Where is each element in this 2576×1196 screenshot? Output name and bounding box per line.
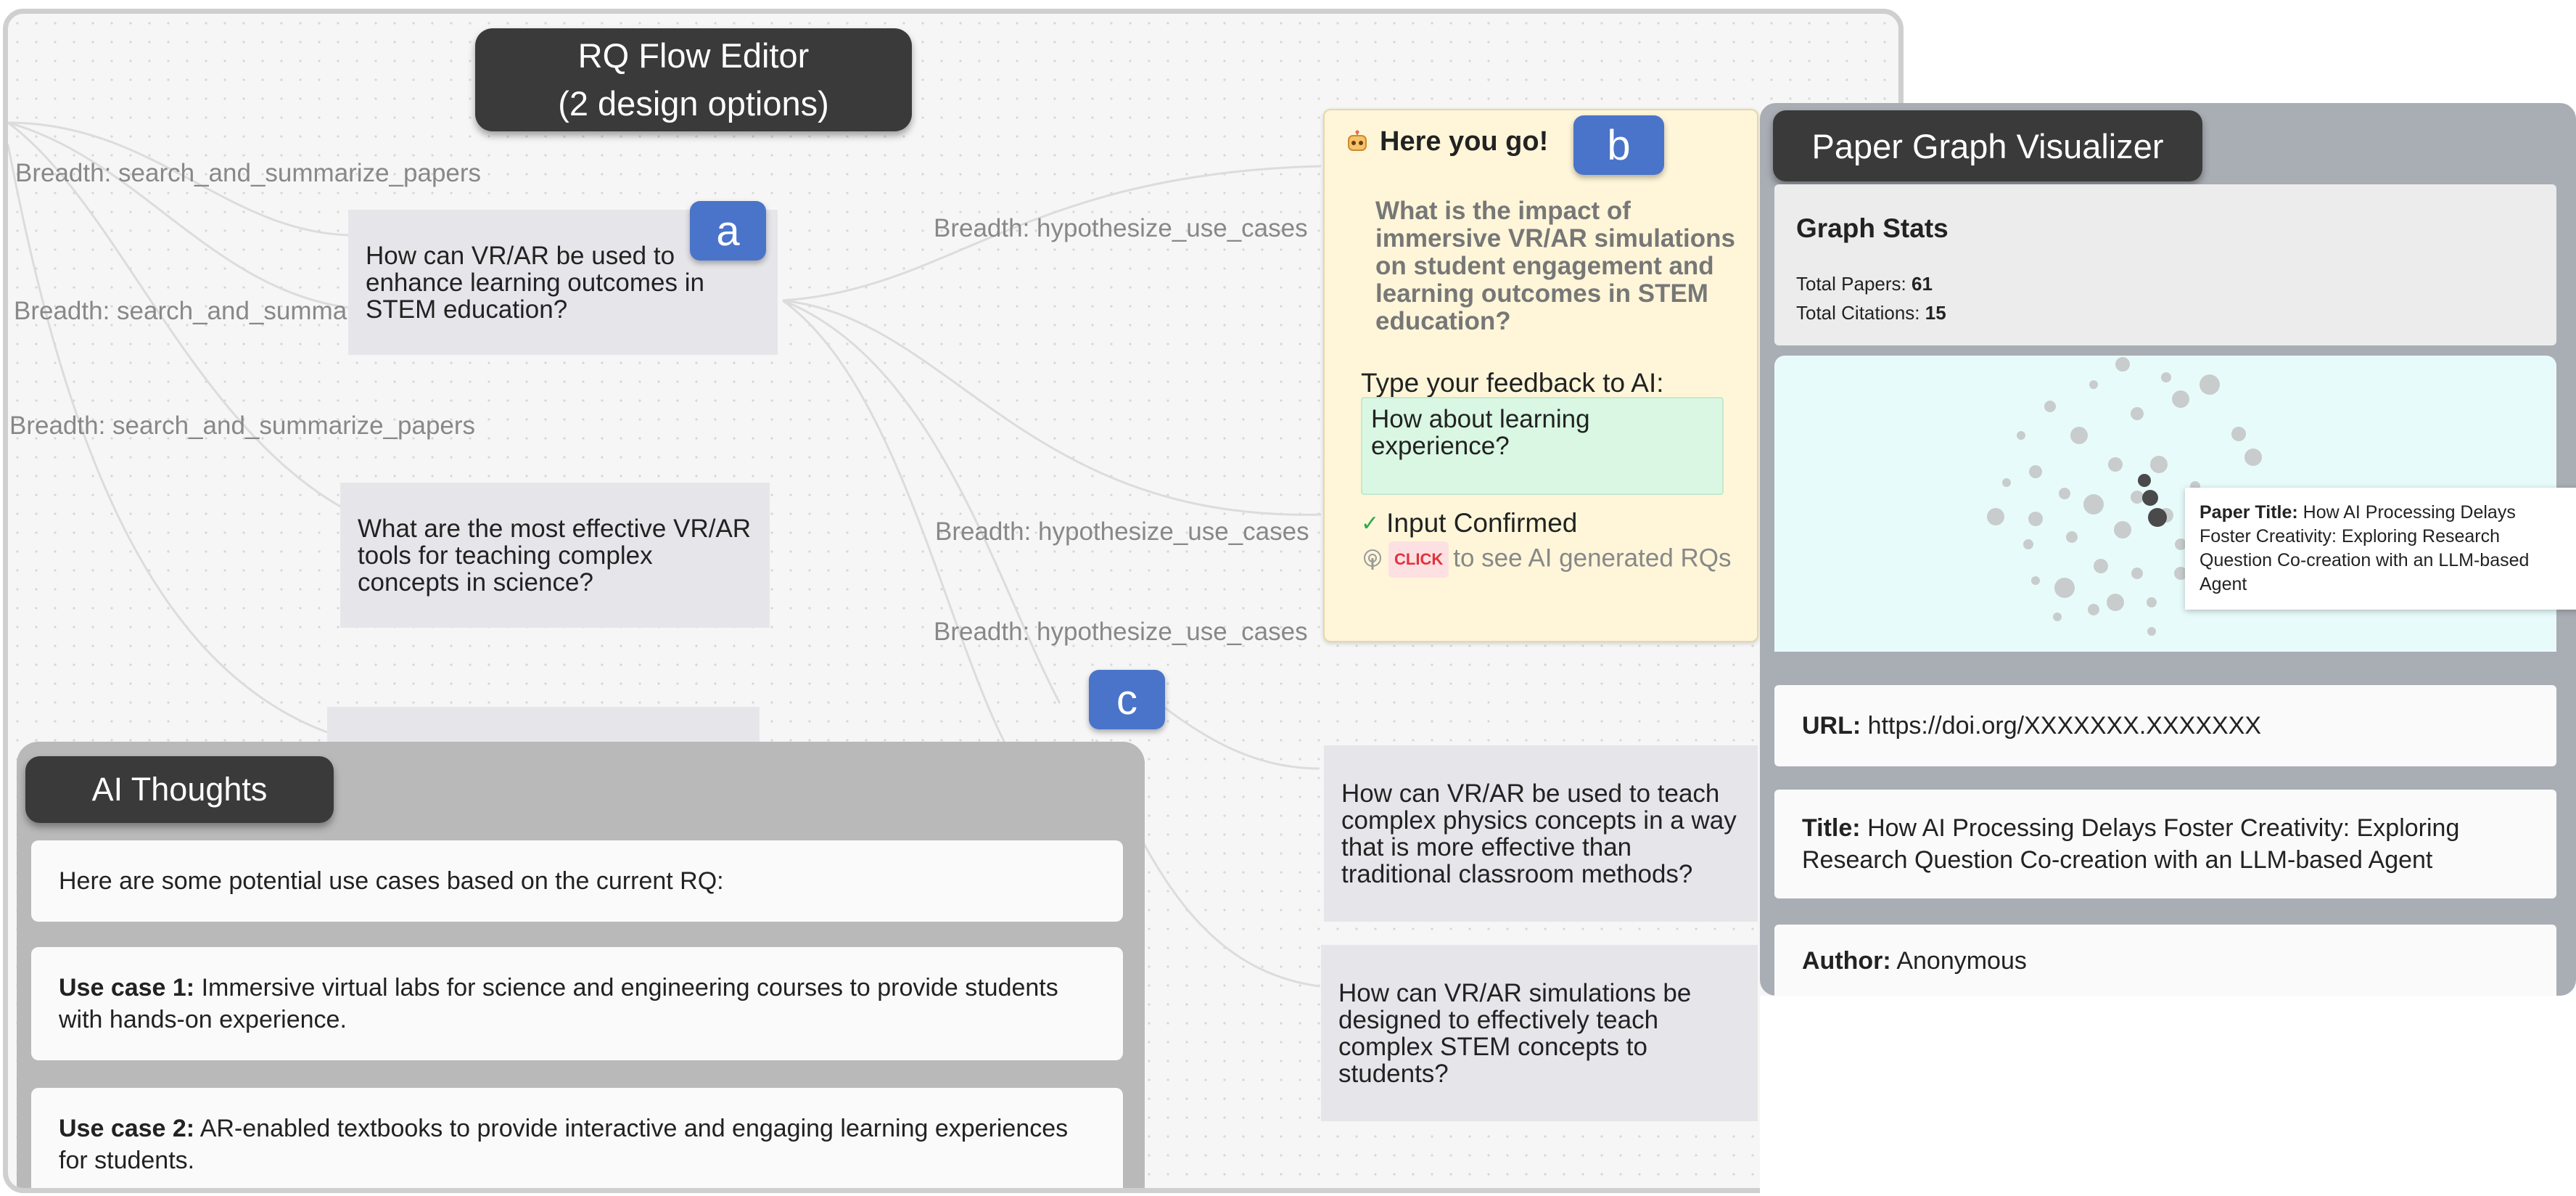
paper-graph-visualizer: Paper Graph Visualizer Graph Stats Total… bbox=[1760, 103, 2576, 997]
use-case-1-text: Immersive virtual labs for science and e… bbox=[59, 974, 1058, 1033]
use-case-2-label: Use case 2: bbox=[59, 1115, 195, 1142]
ai-thought-intro: Here are some potential use cases based … bbox=[31, 840, 1123, 922]
total-papers-label: Total Papers: bbox=[1796, 273, 1906, 295]
feedback-label: Type your feedback to AI: bbox=[1361, 368, 1664, 398]
robot-icon bbox=[1348, 130, 1367, 151]
flow-editor-title: RQ Flow Editor (2 design options) bbox=[475, 28, 912, 131]
rq-node-simulations[interactable]: How can VR/AR simulations be designed to… bbox=[1321, 945, 1758, 1121]
rq-node-tools[interactable]: What are the most effective VR/AR tools … bbox=[340, 483, 770, 628]
graph-visualizer-title: Paper Graph Visualizer bbox=[1773, 110, 2202, 181]
paper-url[interactable]: https://doi.org/XXXXXXX.XXXXXXX bbox=[1867, 712, 2262, 740]
click-text: to see AI generated RQs bbox=[1453, 544, 1732, 573]
rq-flow-editor-canvas[interactable]: RQ Flow Editor (2 design options) Breadt… bbox=[3, 9, 1904, 1193]
badge-c: c bbox=[1089, 670, 1165, 729]
confirm-text: Input Confirmed bbox=[1386, 508, 1578, 538]
graph-stats-card: Graph Stats Total Papers: 61 Total Citat… bbox=[1774, 184, 2556, 345]
rq-node-a[interactable]: How can VR/AR be used to enhance learnin… bbox=[348, 210, 778, 355]
flow-edges bbox=[8, 121, 1322, 988]
check-icon: ✓ bbox=[1361, 511, 1380, 536]
total-citations-value: 15 bbox=[1925, 302, 1946, 324]
total-papers-value: 61 bbox=[1911, 273, 1933, 295]
ai-thoughts-title: AI Thoughts bbox=[25, 756, 334, 823]
edge-label-hypo-1: Breadth: hypothesize_use_cases bbox=[934, 214, 1308, 242]
use-case-2-text: AR-enabled textbooks to provide interact… bbox=[59, 1115, 1069, 1174]
edge-label-hypo-2: Breadth: hypothesize_use_cases bbox=[935, 517, 1309, 546]
paper-title: How AI Processing Delays Foster Creativi… bbox=[1802, 814, 2460, 874]
rq-node-tools-text: What are the most effective VR/AR tools … bbox=[358, 514, 752, 597]
edge-label-search-3: Breadth: search_and_summarize_papers bbox=[9, 411, 476, 440]
tooltip-label: Paper Title: bbox=[2200, 502, 2298, 523]
total-citations-stat: Total Citations: 15 bbox=[1796, 302, 1946, 324]
page-background bbox=[1760, 996, 2576, 1196]
graph-stats-heading: Graph Stats bbox=[1796, 213, 1949, 243]
badge-b: b bbox=[1573, 115, 1664, 175]
paper-author: Anonymous bbox=[1896, 947, 2027, 975]
rq-node-a-text: How can VR/AR be used to enhance learnin… bbox=[366, 241, 704, 324]
author-label: Author: bbox=[1802, 947, 1891, 975]
paper-url-card: URL: https://doi.org/XXXXXXX.XXXXXXX bbox=[1774, 685, 2556, 766]
ai-thought-intro-text: Here are some potential use cases based … bbox=[59, 867, 724, 895]
rq-node-simulations-text: How can VR/AR simulations be designed to… bbox=[1338, 978, 1692, 1088]
flow-title-line2: (2 design options) bbox=[558, 84, 829, 123]
ai-thought-use-case-2: Use case 2: AR-enabled textbooks to prov… bbox=[31, 1088, 1123, 1188]
use-case-1-label: Use case 1: bbox=[59, 974, 195, 1002]
ai-generated-rq: What is the impact of immersive VR/AR si… bbox=[1375, 197, 1735, 335]
ai-thought-use-case-1: Use case 1: Immersive virtual labs for s… bbox=[31, 947, 1123, 1060]
flow-title-line1: RQ Flow Editor bbox=[577, 36, 810, 75]
total-papers-stat: Total Papers: 61 bbox=[1796, 273, 1933, 295]
tap-icon bbox=[1364, 549, 1381, 570]
ai-greeting: Here you go! bbox=[1345, 126, 1548, 157]
title-label: Title: bbox=[1802, 814, 1861, 842]
ai-response-card: Here you go! What is the impact of immer… bbox=[1323, 109, 1758, 642]
paper-tooltip: Paper Title: How AI Processing Delays Fo… bbox=[2185, 488, 2576, 610]
input-confirmed-status: ✓ Input Confirmed bbox=[1361, 508, 1577, 538]
ai-greeting-text: Here you go! bbox=[1380, 126, 1549, 157]
edge-label-hypo-3: Breadth: hypothesize_use_cases bbox=[934, 618, 1308, 646]
feedback-input[interactable]: How about learning experience? bbox=[1361, 397, 1724, 495]
url-label: URL: bbox=[1802, 712, 1861, 740]
edge-label-search-1: Breadth: search_and_summarize_papers bbox=[15, 159, 482, 187]
total-citations-label: Total Citations: bbox=[1796, 302, 1920, 324]
tooltip-text: How AI Processing Delays Foster Creativi… bbox=[2200, 502, 2530, 594]
click-chip[interactable]: CLICK bbox=[1388, 541, 1449, 578]
rq-node-physics-text: How can VR/AR be used to teach complex p… bbox=[1341, 779, 1737, 888]
paper-author-card: Author: Anonymous bbox=[1774, 925, 2556, 997]
paper-title-card: Title: How AI Processing Delays Foster C… bbox=[1774, 790, 2556, 898]
rq-node-physics[interactable]: How can VR/AR be used to teach complex p… bbox=[1324, 745, 1758, 922]
badge-a: a bbox=[690, 201, 766, 261]
ai-thoughts-panel: AI Thoughts Here are some potential use … bbox=[17, 742, 1145, 1188]
